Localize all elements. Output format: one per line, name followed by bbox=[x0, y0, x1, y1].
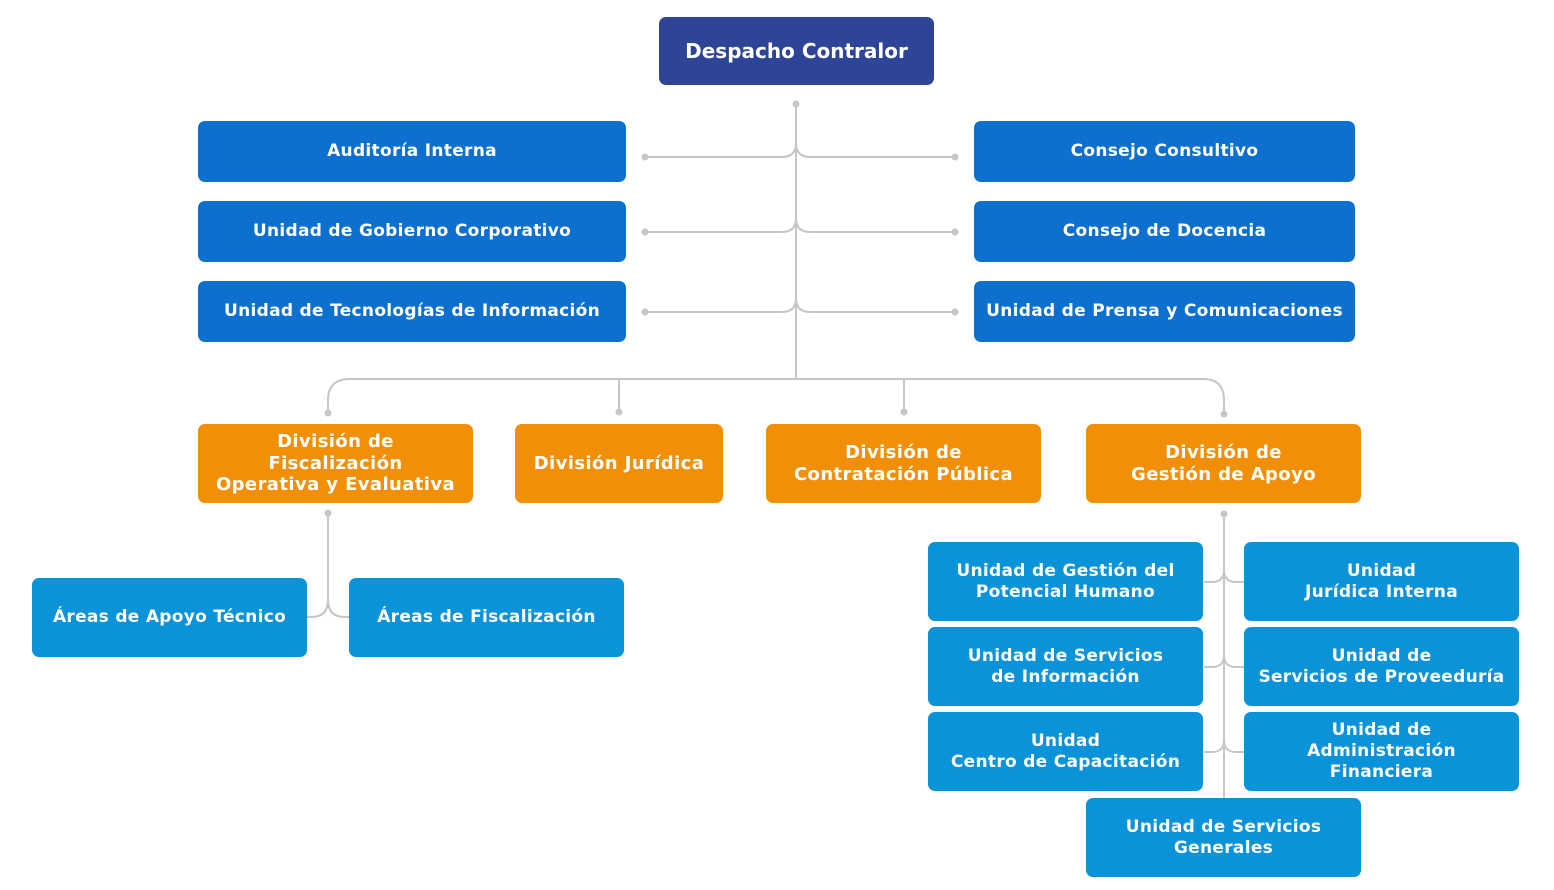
trunk-start-dot bbox=[792, 100, 800, 108]
box-unidad-servicios-proveeduria: Unidad de Servicios de Proveeduría bbox=[1244, 627, 1519, 706]
division-dot-contratacion bbox=[900, 408, 908, 416]
apoyo-right-branch bbox=[1223, 654, 1244, 668]
apoyo-left-branch bbox=[1204, 654, 1225, 668]
staff-left-dot bbox=[641, 228, 649, 236]
box-division-gestion-apoyo: División de Gestión de Apoyo bbox=[1086, 424, 1361, 503]
division-dot-juridica bbox=[615, 408, 623, 416]
box-unidad-servicios-generales: Unidad de Servicios Generales bbox=[1086, 798, 1361, 877]
box-unidad-juridica-interna: Unidad Jurídica Interna bbox=[1244, 542, 1519, 621]
staff-left-dot bbox=[641, 308, 649, 316]
box-unidad-servicios-informacion: Unidad de Servicios de Información bbox=[928, 627, 1203, 706]
staff-right-dot bbox=[951, 228, 959, 236]
division-bar bbox=[327, 378, 1225, 412]
apoyo-branch-dot bbox=[1220, 510, 1228, 518]
division-dot-apoyo bbox=[1220, 410, 1228, 418]
staff-left-branch bbox=[645, 297, 797, 313]
box-auditoria-interna: Auditoría Interna bbox=[198, 121, 626, 182]
box-despacho-contralor: Despacho Contralor bbox=[659, 17, 934, 85]
staff-right-branch bbox=[795, 297, 955, 313]
box-consejo-consultivo: Consejo Consultivo bbox=[974, 121, 1355, 182]
staff-left-dot bbox=[641, 153, 649, 161]
apoyo-left-branch bbox=[1204, 739, 1225, 753]
fiscalizacion-left-branch bbox=[307, 513, 329, 618]
box-areas-fiscalizacion: Áreas de Fiscalización bbox=[349, 578, 624, 657]
box-division-fiscalizacion: División de Fiscalización Operativa y Ev… bbox=[198, 424, 473, 503]
box-unidad-administracion-financiera: Unidad de Administración Financiera bbox=[1244, 712, 1519, 791]
fiscalizacion-branch-dot bbox=[324, 509, 332, 517]
box-unidad-tecnologias-informacion: Unidad de Tecnologías de Información bbox=[198, 281, 626, 342]
apoyo-right-branch bbox=[1223, 569, 1244, 583]
box-unidad-centro-capacitacion: Unidad Centro de Capacitación bbox=[928, 712, 1203, 791]
staff-right-branch bbox=[795, 142, 955, 158]
box-unidad-gestion-potencial-humano: Unidad de Gestión del Potencial Humano bbox=[928, 542, 1203, 621]
box-areas-apoyo-tecnico: Áreas de Apoyo Técnico bbox=[32, 578, 307, 657]
division-dot-fiscalizacion bbox=[324, 409, 332, 417]
box-consejo-docencia: Consejo de Docencia bbox=[974, 201, 1355, 262]
apoyo-left-branch bbox=[1204, 569, 1225, 583]
apoyo-right-branch bbox=[1223, 739, 1244, 753]
staff-right-dot bbox=[951, 308, 959, 316]
box-unidad-prensa-comunicaciones: Unidad de Prensa y Comunicaciones bbox=[974, 281, 1355, 342]
staff-left-branch bbox=[645, 217, 797, 233]
staff-right-branch bbox=[795, 217, 955, 233]
fiscalizacion-right-branch bbox=[327, 599, 349, 618]
box-division-contratacion-publica: División de Contratación Pública bbox=[766, 424, 1041, 503]
staff-right-dot bbox=[951, 153, 959, 161]
box-unidad-gobierno-corporativo: Unidad de Gobierno Corporativo bbox=[198, 201, 626, 262]
box-division-juridica: División Jurídica bbox=[515, 424, 723, 503]
staff-left-branch bbox=[645, 142, 797, 158]
